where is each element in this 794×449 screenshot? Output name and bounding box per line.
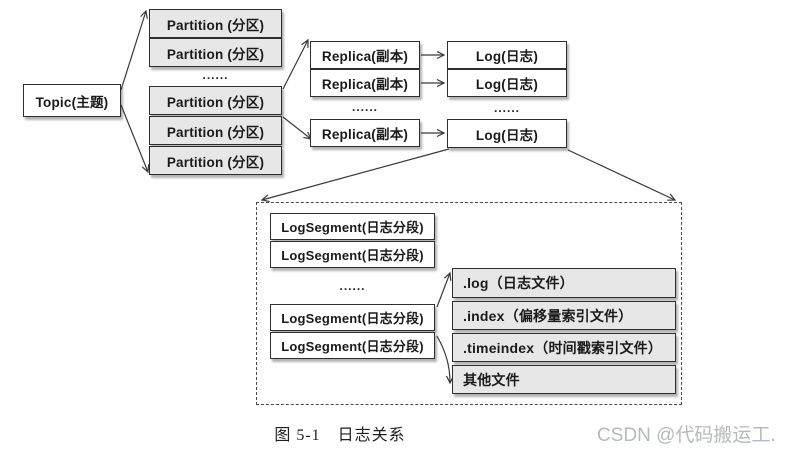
arrow-topic-to-partition5: [120, 104, 148, 172]
replicas-ellipsis: ......: [351, 100, 378, 114]
arrow-partition3-to-replica1: [282, 40, 308, 90]
replica-box-2: Replica(副本): [310, 69, 420, 97]
replica-box-3: Replica(副本): [310, 119, 420, 147]
arrow-log3-to-frame-left: [262, 148, 450, 200]
log-box-2: Log(日志): [447, 69, 567, 97]
arrow-topic-to-partition1: [120, 11, 146, 91]
partition-box-3: Partition (分区): [149, 86, 282, 115]
log-segment-box-3: LogSegment(日志分段): [270, 304, 435, 331]
arrow-log3-to-frame-right: [567, 149, 675, 200]
log-box-1: Log(日志): [447, 41, 567, 69]
partition-box-1: Partition (分区): [149, 9, 282, 38]
timeindex-file-box: .timeindex（时间戳索引文件）: [452, 333, 676, 362]
topic-box: Topic(主题): [23, 84, 121, 117]
arrow-partition4-to-replica3: [282, 116, 311, 139]
replica-box-1: Replica(副本): [310, 41, 420, 69]
partition-box-2: Partition (分区): [149, 38, 282, 67]
logs-ellipsis: ......: [493, 101, 520, 115]
log-segment-box-1: LogSegment(日志分段): [270, 213, 435, 240]
index-file-box: .index（偏移量索引文件）: [452, 301, 676, 330]
partitions-ellipsis: ......: [202, 68, 229, 82]
partition-box-4: Partition (分区): [149, 116, 282, 145]
log-file-box: .log（日志文件）: [452, 268, 676, 298]
log-segment-box-2: LogSegment(日志分段): [270, 241, 435, 268]
log-segment-box-4: LogSegment(日志分段): [270, 332, 435, 359]
other-files-box: 其他文件: [452, 365, 676, 394]
figure-caption: 图 5-1 日志关系: [274, 427, 406, 444]
log-detail-frame: [256, 202, 682, 405]
log-segments-ellipsis: ......: [339, 279, 366, 293]
partition-box-5: Partition (分区): [149, 146, 282, 175]
csdn-watermark: CSDN @代码搬运工.: [597, 425, 776, 446]
log-box-3: Log(日志): [447, 119, 567, 148]
